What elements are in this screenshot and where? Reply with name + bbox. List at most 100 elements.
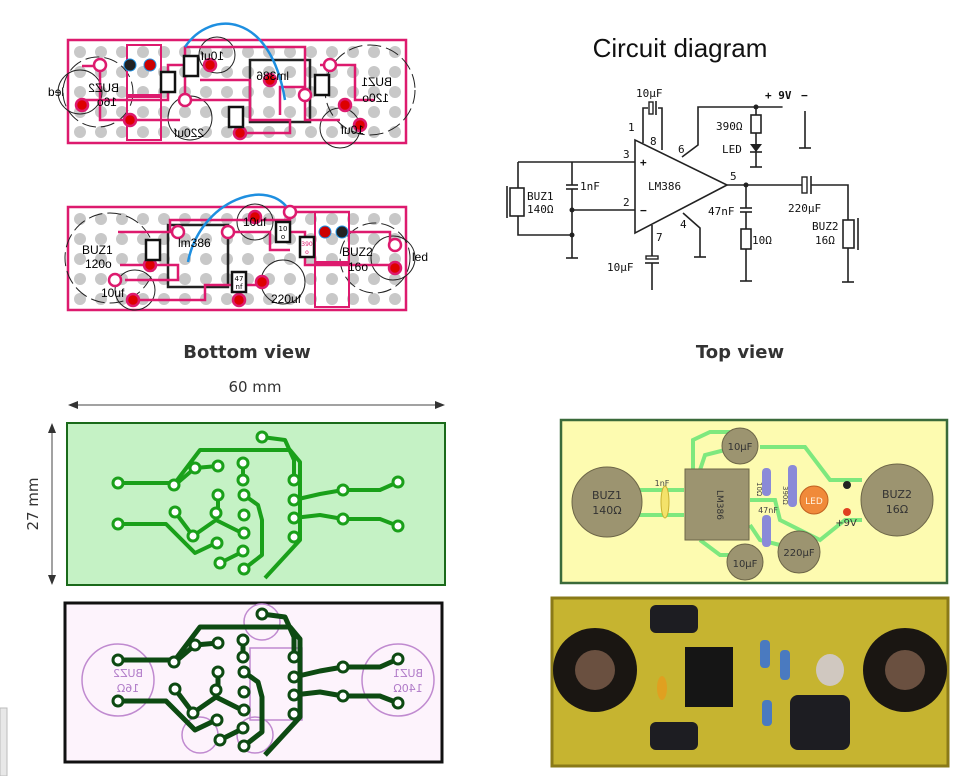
pcb-traces-green	[111, 430, 405, 580]
resistor-10-label: 10Ω	[755, 482, 763, 497]
hole	[95, 46, 107, 58]
jumper-wire	[183, 22, 287, 101]
label-buz1-value: 120o	[362, 91, 389, 105]
hole	[74, 253, 86, 265]
hole	[368, 106, 380, 118]
label-cap-10uf: 10uf	[200, 49, 224, 63]
pcb-trace	[242, 493, 264, 571]
pcb-pad	[111, 476, 125, 490]
hole	[368, 66, 380, 78]
label-buz1-value: 120o	[85, 257, 112, 271]
pcb-pad	[236, 544, 250, 558]
hole	[326, 273, 338, 285]
pcb-pad	[391, 519, 405, 533]
hole	[200, 253, 212, 265]
pcb-pad	[111, 694, 125, 708]
led-symbol	[750, 144, 762, 152]
pcb-pad	[210, 536, 224, 550]
resistor-10: 10 o	[274, 220, 292, 244]
pcb-pad	[236, 650, 250, 664]
junction	[569, 207, 575, 213]
hole	[389, 86, 401, 98]
battery-plus-pad	[318, 225, 332, 239]
label-cap-10uf-2: 10uf	[101, 286, 125, 300]
hole	[347, 46, 359, 58]
hole	[368, 213, 380, 225]
pin-6: 6	[678, 143, 685, 156]
pcb-pad	[236, 633, 250, 647]
pcb-pad	[168, 505, 182, 519]
battery-plus-pad	[143, 58, 157, 72]
resistor-10	[182, 54, 200, 78]
hole	[116, 126, 128, 138]
solder-pad	[322, 57, 338, 73]
cap-1nf	[660, 485, 670, 519]
label-c-zobel: 47nF	[708, 205, 735, 218]
pcb-pad	[211, 459, 225, 473]
solder-pad	[352, 117, 368, 133]
hole	[200, 106, 212, 118]
capacitor-47n-body	[230, 270, 248, 294]
label-buz1: BUZ1	[361, 75, 392, 89]
resistor-390	[788, 465, 797, 507]
silk-buz1: BUZ1	[393, 667, 423, 680]
arrow-left-icon	[68, 401, 78, 409]
pcb-pad	[111, 653, 125, 667]
buzzer2-label: BUZ2	[882, 488, 912, 501]
pcb-pad	[237, 562, 251, 576]
label-supply-plus: + 9V	[765, 89, 792, 102]
hole	[242, 253, 254, 265]
silkscreen: BUZ2 16Ω BUZ1 140Ω	[81, 603, 435, 754]
hole	[389, 293, 401, 305]
resistor-390-label: 390Ω	[781, 486, 789, 505]
label-r-led: 390Ω	[716, 120, 743, 133]
circuit-diagram: Circuit diagram	[506, 33, 859, 290]
label-c-bottom: 10µF	[607, 261, 634, 274]
hole	[116, 46, 128, 58]
buzzer1-body	[571, 466, 643, 538]
label-buz2: BUZ2	[342, 245, 373, 259]
stripboard-trace	[278, 85, 340, 122]
ic-outline	[166, 223, 230, 289]
hole	[116, 253, 128, 265]
photo-buzzer2-center	[885, 650, 925, 690]
hole	[74, 86, 86, 98]
solder-pad	[74, 97, 90, 113]
wire	[658, 107, 663, 150]
buzzer1-symbol	[509, 187, 525, 217]
wire	[811, 184, 849, 220]
supply-plus-terminal[interactable]	[782, 103, 790, 111]
hole	[368, 233, 380, 245]
cap-10uf-top-label: 10µF	[728, 442, 753, 453]
wire	[681, 106, 783, 158]
solder-pad	[107, 272, 123, 288]
hole	[263, 106, 275, 118]
cap-10uf-top	[721, 427, 759, 465]
label-c-out: 220µF	[788, 202, 821, 215]
hole	[284, 66, 296, 78]
supply-minus-terminal[interactable]	[801, 103, 809, 111]
pad-group	[107, 204, 403, 308]
hole	[389, 273, 401, 285]
pin-2: 2	[623, 196, 630, 209]
wire	[517, 162, 572, 236]
silk-buz1-value: 140Ω	[393, 682, 422, 695]
opamp-symbol	[634, 138, 729, 235]
hole	[284, 106, 296, 118]
hole	[179, 126, 191, 138]
pcb-pad	[209, 506, 223, 520]
pcb-pad	[211, 665, 225, 679]
hole	[368, 273, 380, 285]
pcb-pad	[336, 660, 350, 674]
pcb-trace	[118, 698, 218, 733]
capacitor-1n	[313, 73, 331, 97]
hole	[137, 126, 149, 138]
pcb-pad	[236, 473, 250, 487]
top-trace	[691, 430, 730, 470]
resistor-10-label: 10	[279, 225, 288, 233]
label-ic: LM386	[648, 180, 681, 193]
solder-pad	[125, 292, 141, 308]
buzzer2-symbol	[842, 219, 855, 249]
buzzer-outline	[339, 222, 411, 294]
